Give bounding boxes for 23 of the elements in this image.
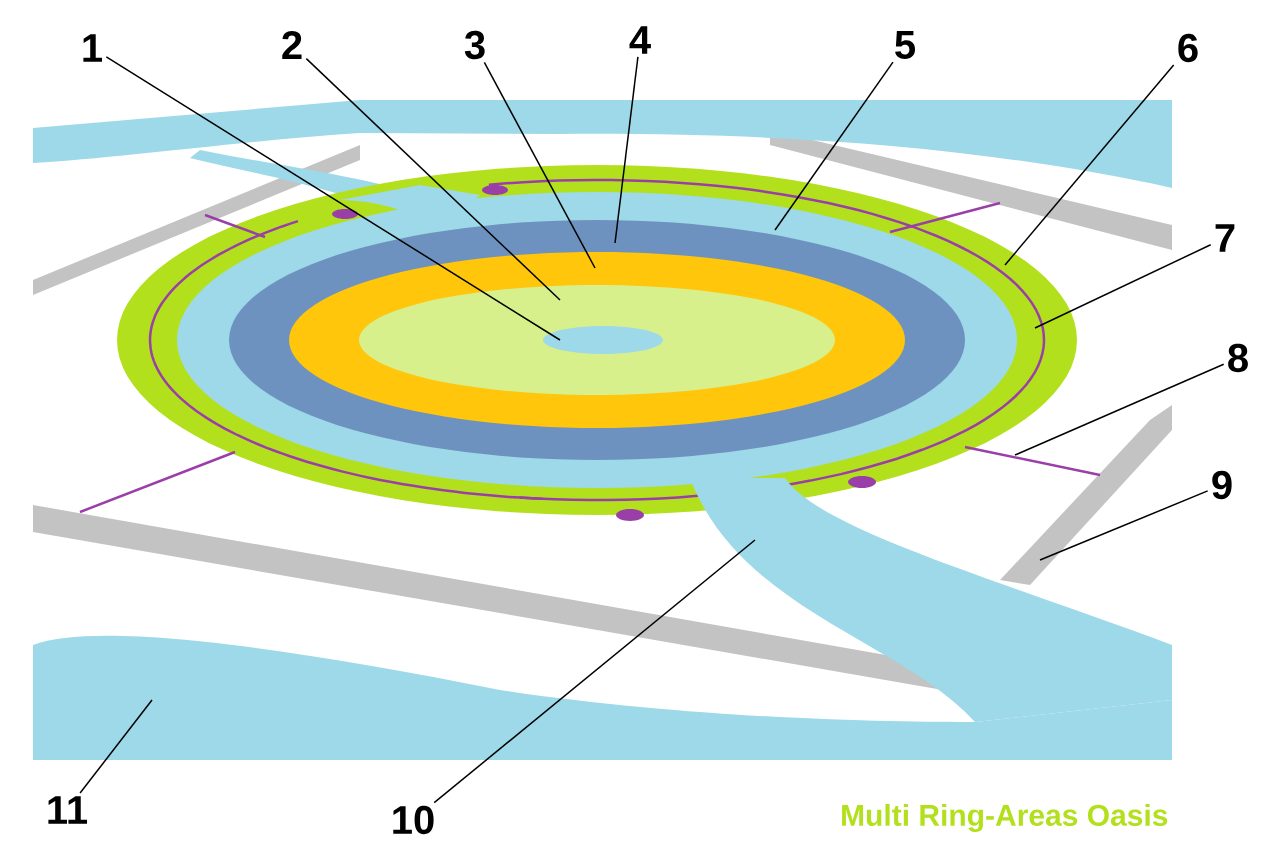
callout-number: 11 [48,796,88,824]
callout-number: 9 [1212,470,1232,500]
leader-line [305,57,561,301]
caption: Multi Ring-Areas Oasis [842,803,1168,833]
leader-line [105,56,561,341]
callout-number: 8 [1228,343,1248,373]
leader-line [1034,244,1212,329]
callout-number: 5 [895,31,915,59]
callout-number: 3 [464,30,485,60]
callout-number: 1 [83,34,102,62]
callout-number: 2 [282,31,302,59]
leader-line [433,539,756,804]
callout-number: 7 [1215,224,1235,252]
callout-number: 4 [629,26,651,54]
callout-number: 6 [1178,33,1198,63]
leader-line [1014,363,1225,456]
leader-line [774,61,894,231]
leader-line [483,61,596,269]
leader-line [79,699,153,794]
callout-number: 10 [393,805,434,835]
leader-line [1039,490,1209,561]
leader-line [1004,64,1175,266]
leader-line [614,56,639,244]
